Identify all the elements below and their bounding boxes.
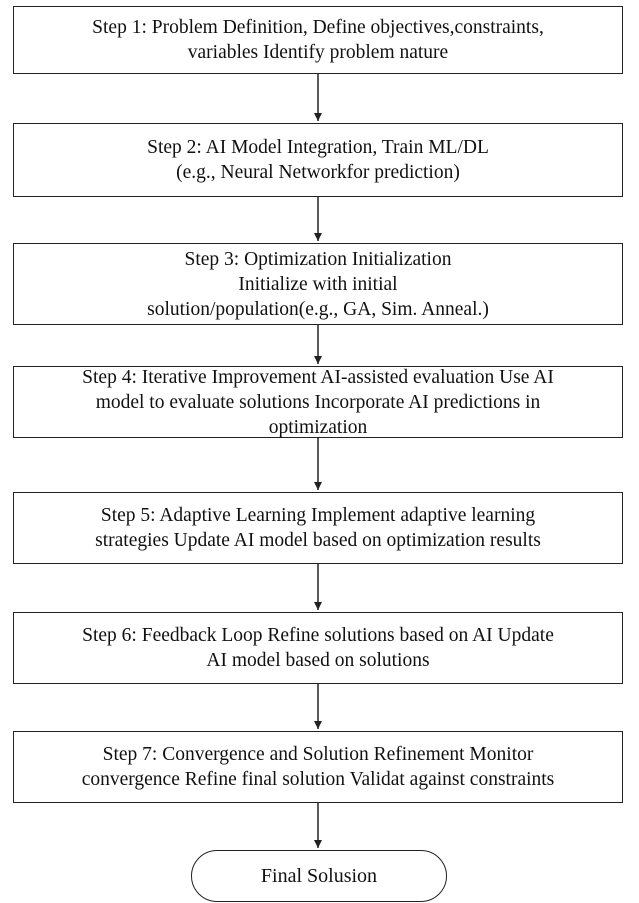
step-1-text: Step 1: Problem Definition, Define objec… (92, 17, 544, 63)
step-1-box: Step 1: Problem Definition, Define objec… (13, 6, 623, 74)
final-solution-terminal: Final Solusion (191, 850, 447, 902)
step-7-box: Step 7: Convergence and Solution Refinem… (13, 731, 623, 803)
step-4-text: Step 4: Iterative Improvement AI-assiste… (82, 366, 554, 438)
step-6-box: Step 6: Feedback Loop Refine solutions b… (13, 612, 623, 684)
step-2-text: Step 2: AI Model Integration, Train ML/D… (147, 137, 489, 183)
step-3-text: Step 3: Optimization Initialization Init… (147, 248, 489, 320)
step-4-box: Step 4: Iterative Improvement AI-assiste… (13, 366, 623, 438)
step-5-box: Step 5: Adaptive Learning Implement adap… (13, 492, 623, 564)
step-2-box: Step 2: AI Model Integration, Train ML/D… (13, 123, 623, 197)
step-7-text: Step 7: Convergence and Solution Refinem… (81, 744, 555, 790)
final-solution-text: Final Solusion (260, 864, 378, 887)
step-3-box: Step 3: Optimization Initialization Init… (13, 243, 623, 325)
step-5-text: Step 5: Adaptive Learning Implement adap… (95, 505, 541, 551)
step-6-text: Step 6: Feedback Loop Refine solutions b… (82, 625, 554, 671)
